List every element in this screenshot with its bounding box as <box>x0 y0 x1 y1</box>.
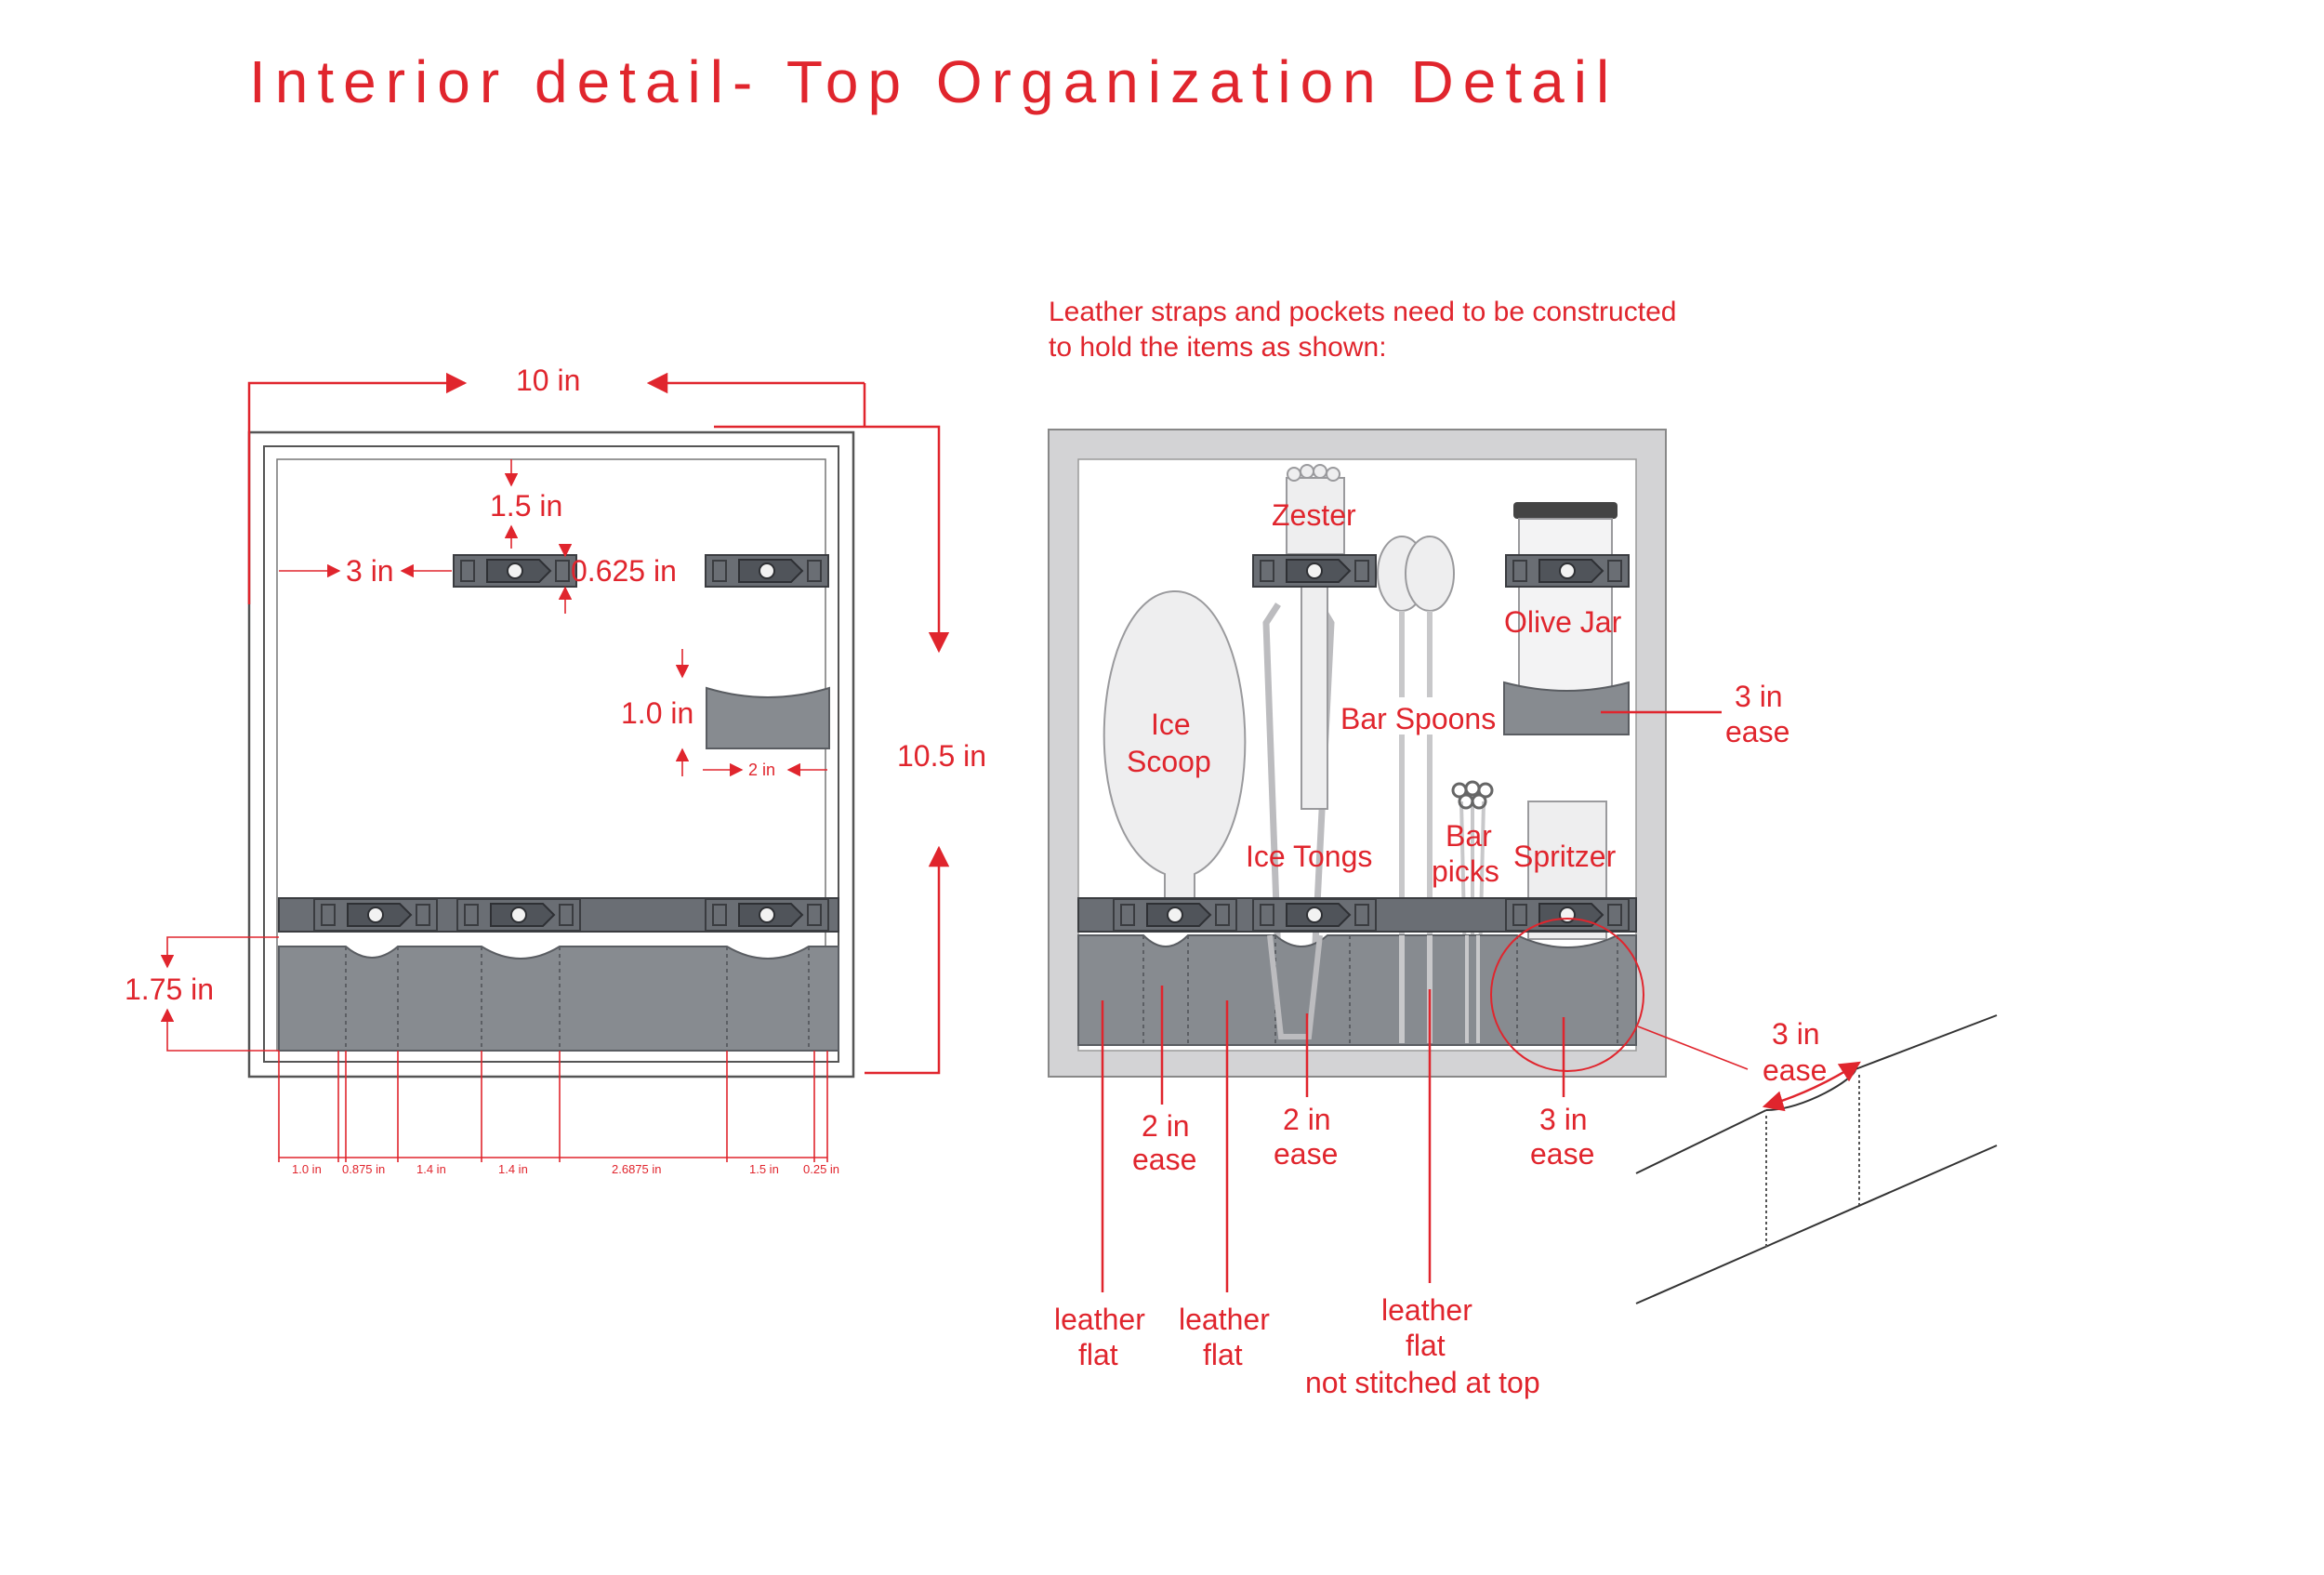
bar-picks-label-1: Bar <box>1446 819 1492 853</box>
detail-ease-label-2: ease <box>1763 1053 1827 1087</box>
flat-c-label-3: not stitched at top <box>1305 1366 1540 1399</box>
bottom-dim-2: 0.875 in <box>342 1162 385 1176</box>
ease-a-label-1: 2 in <box>1142 1109 1190 1143</box>
bar-spoons-label: Bar Spoons <box>1340 702 1496 735</box>
right-view: Leather straps and pockets need to be co… <box>1048 297 1789 1399</box>
right-strap-bottom-1 <box>1113 898 1237 932</box>
ease-b-label-1: 2 in <box>1283 1103 1331 1136</box>
bottom-dim-3: 1.4 in <box>416 1162 446 1176</box>
detail-ease-label-1: 3 in <box>1772 1017 1820 1051</box>
right-strap-zester <box>1252 554 1377 588</box>
flat-c-label-1: leather <box>1381 1293 1472 1327</box>
bottom-pocket-height-label: 1.75 in <box>125 973 214 1006</box>
bottom-dim-7: 0.25 in <box>803 1162 839 1176</box>
right-strap-jar <box>1505 554 1630 588</box>
ease-b-label-2: ease <box>1274 1137 1338 1171</box>
construction-note-line-2: to hold the items as shown: <box>1049 332 1387 363</box>
flat-a-label-2: flat <box>1078 1338 1118 1371</box>
jar-ease-label-2: ease <box>1725 715 1789 748</box>
bottom-dim-4: 1.4 in <box>498 1162 528 1176</box>
strap-side-label: 3 in <box>346 554 394 588</box>
right-strap-bottom-2 <box>1252 898 1377 932</box>
width-dimension-label: 10 in <box>516 364 580 397</box>
ice-scoop-label-1: Ice <box>1151 708 1191 741</box>
pocket-ease-detail: 3 in ease <box>1635 1014 1998 1304</box>
left-strap-bottom-3 <box>705 898 829 932</box>
zester-label: Zester <box>1272 498 1356 532</box>
pocket-height-label: 1.0 in <box>621 696 693 730</box>
olive-jar-pocket <box>1503 681 1630 735</box>
bottom-dim-6: 1.5 in <box>749 1162 779 1176</box>
bottom-dimension-chain: 1.0 in 0.875 in 1.4 in 1.4 in 2.6875 in … <box>278 1051 842 1181</box>
olive-jar-label: Olive Jar <box>1504 605 1622 639</box>
pocket-width-label: 2 in <box>748 761 775 779</box>
ease-c-label-2: ease <box>1530 1137 1594 1171</box>
zester-head <box>1286 464 1345 555</box>
ice-scoop <box>1103 589 1247 931</box>
page-title: Interior detail- Top Organization Detail <box>249 48 1618 115</box>
right-strap-bottom-3 <box>1505 898 1630 932</box>
flat-b-label-1: leather <box>1179 1303 1270 1336</box>
ease-callout-circle <box>1490 918 1644 1072</box>
zester <box>1301 553 1328 810</box>
left-small-pocket <box>706 686 830 749</box>
bar-picks-label-2: picks <box>1432 854 1499 888</box>
strap-offset-label: 1.5 in <box>490 489 562 523</box>
ease-a-label-2: ease <box>1132 1143 1196 1176</box>
left-strap-bottom-2 <box>456 898 581 932</box>
left-outer-frame <box>247 430 855 1079</box>
left-view: 10 in 10.5 in 1.5 in 3 in 0.625 in 1.0 i… <box>125 364 986 1181</box>
left-strap-top-1 <box>453 554 577 588</box>
jar-ease-label-1: 3 in <box>1735 680 1783 713</box>
ice-tongs-label: Ice Tongs <box>1246 840 1372 873</box>
left-inner-frame <box>263 445 839 1063</box>
flat-a-label-1: leather <box>1054 1303 1145 1336</box>
height-dimension-label: 10.5 in <box>897 739 986 773</box>
ease-c-label-1: 3 in <box>1539 1103 1588 1136</box>
bottom-dim-5: 2.6875 in <box>612 1162 662 1176</box>
construction-note-line-1: Leather straps and pockets need to be co… <box>1049 297 1676 327</box>
bottom-dim-1: 1.0 in <box>292 1162 322 1176</box>
bar-spoon-2 <box>1405 536 1455 612</box>
spritzer-label: Spritzer <box>1513 840 1617 873</box>
strap-height-label: 0.625 in <box>571 554 677 588</box>
ice-scoop-label-2: Scoop <box>1127 745 1211 778</box>
flat-c-label-2: flat <box>1406 1329 1446 1362</box>
flat-b-label-2: flat <box>1203 1338 1243 1371</box>
left-strap-bottom-1 <box>313 898 438 932</box>
left-strap-top-2 <box>705 554 829 588</box>
